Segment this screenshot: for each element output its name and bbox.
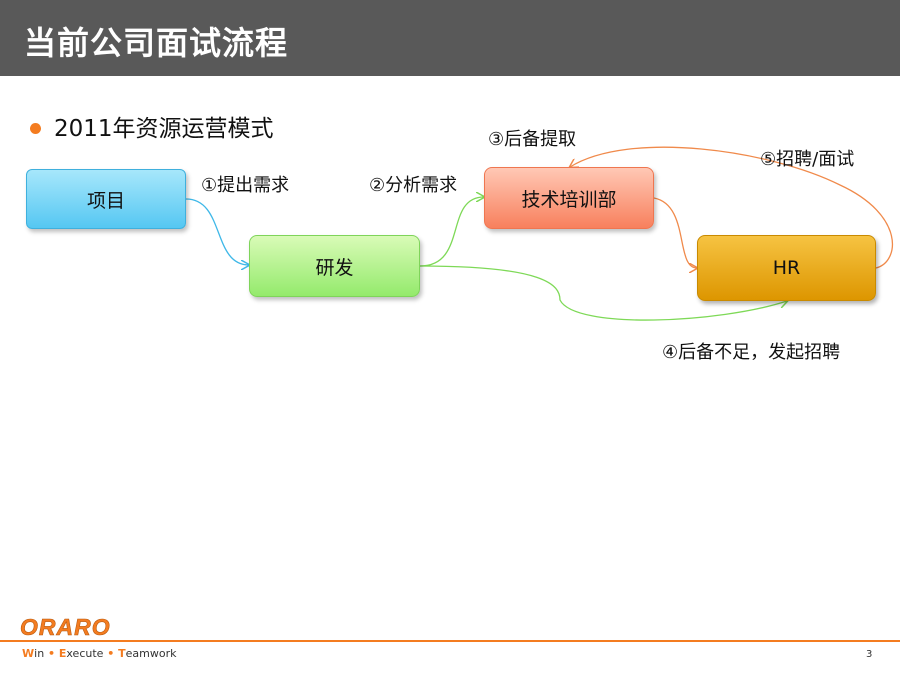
node-rd: 研发 xyxy=(249,235,420,297)
node-hr: HR xyxy=(697,235,876,301)
footer-divider xyxy=(0,640,900,642)
edge-tech-hr xyxy=(653,197,697,268)
page-number: 3 xyxy=(866,649,873,660)
edge-rd-tech xyxy=(419,197,484,267)
node-project-label: 项目 xyxy=(86,189,125,212)
edge-project-rd xyxy=(185,198,249,265)
bullet-icon xyxy=(30,123,41,134)
slogan-letter-t: T xyxy=(118,647,126,660)
edge-label-step5: ⑤招聘/面试 xyxy=(760,149,855,170)
logo-text: ORARO xyxy=(20,614,111,640)
edge-hr-tech xyxy=(570,146,894,269)
edge-label-step2: ②分析需求 xyxy=(369,175,458,196)
slogan-letter-w: W xyxy=(22,647,35,660)
node-hr-label: HR xyxy=(772,257,801,279)
page-title: 当前公司面试流程 xyxy=(24,24,289,62)
node-tech-training-label: 技术培训部 xyxy=(521,188,617,211)
slogan-win: in xyxy=(34,647,45,660)
slogan-letter-e: E xyxy=(58,647,67,660)
edge-label-step1: ①提出需求 xyxy=(201,175,290,196)
title-bar: 当前公司面试流程 xyxy=(0,0,900,76)
bullet-text: 2011年资源运营模式 xyxy=(54,116,274,142)
footer-slogan: Win • Execute • Teamwork xyxy=(22,647,177,660)
slogan-sep-1: • xyxy=(44,647,59,660)
node-project: 项目 xyxy=(26,169,186,229)
node-tech-training: 技术培训部 xyxy=(484,167,654,229)
edge-label-step3: ③后备提取 xyxy=(488,129,577,150)
company-logo: ORARO xyxy=(18,614,143,644)
slogan-teamwork: eamwork xyxy=(125,647,177,660)
edge-rd-hr xyxy=(419,265,787,321)
edge-label-step4: ④后备不足，发起招聘 xyxy=(662,342,841,363)
slogan-execute: xecute xyxy=(66,647,104,660)
slogan-sep-2: • xyxy=(103,647,119,660)
node-rd-label: 研发 xyxy=(315,256,354,279)
